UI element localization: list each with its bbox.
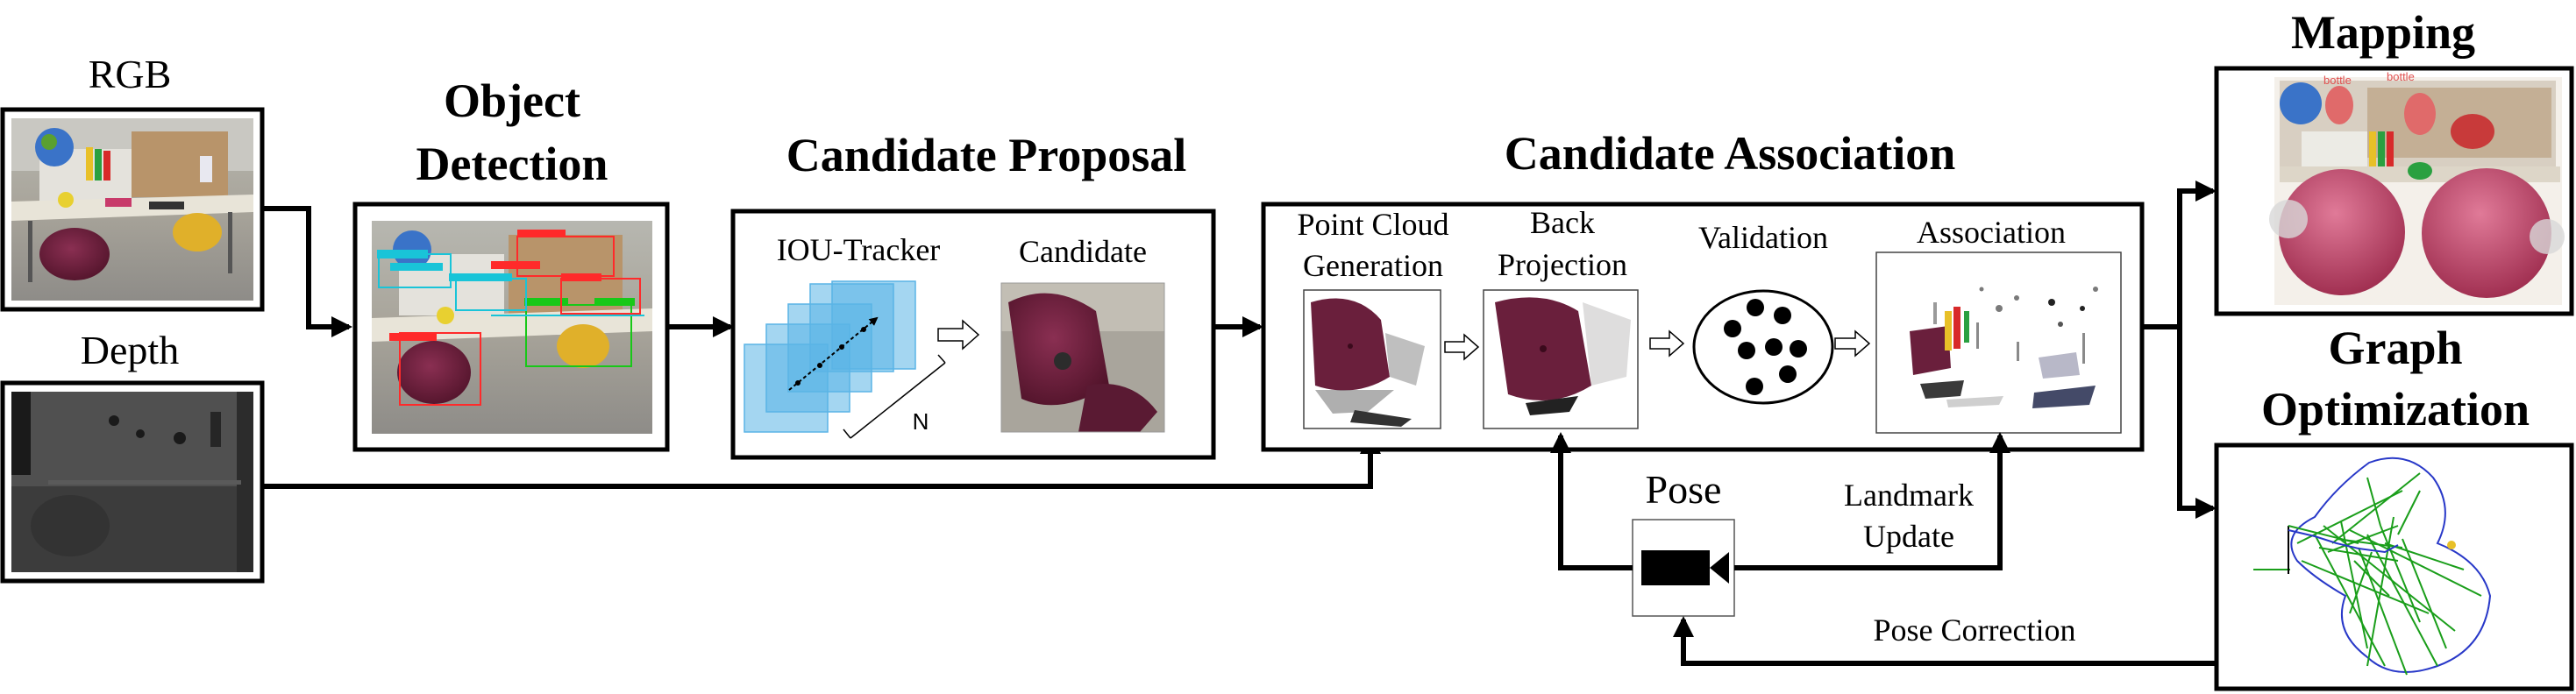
validation-point [1747, 299, 1764, 316]
landmark-update-label-line2: Update [1863, 519, 1954, 554]
object-detection-stage: Object Detection [352, 74, 670, 452]
detection-box-chair [399, 332, 481, 406]
detection-box-keyboard [455, 278, 527, 311]
landmark-update-label-line1: Landmark [1844, 478, 1974, 513]
detection-tag [594, 298, 635, 306]
association-label: Association [1917, 215, 2066, 250]
hollow-arrow [1834, 329, 1871, 358]
depth-to-pointcloud-arrow [262, 433, 1381, 489]
detection-tag [390, 263, 443, 271]
association-image [1875, 251, 2122, 434]
graph-optimization-title-line2: Optimization [2261, 383, 2530, 436]
validation-point [1779, 365, 1797, 383]
detection-tag [561, 273, 601, 281]
rgb-to-detection-arrow [262, 206, 352, 337]
pose-to-backprojection-arrow [1550, 432, 1633, 570]
validation-ellipse [1692, 289, 1834, 405]
graph-optimization-title-line1: Graph [2328, 322, 2462, 374]
detection-box-bottle [516, 236, 615, 277]
object-detection-title-line1: Object [444, 74, 580, 127]
point-cloud-label-line1: Point Cloud [1297, 207, 1448, 242]
detection-tag [389, 333, 437, 341]
mapping-title: Mapping [2291, 6, 2475, 59]
pose-correction-label: Pose Correction [1874, 613, 2076, 648]
detection-box-globe [378, 253, 452, 288]
depth-image [11, 392, 253, 572]
pose-label: Pose [1646, 467, 1722, 512]
candidate-label: Candidate [1019, 234, 1147, 269]
candidate-proposal-title: Candidate Proposal [786, 129, 1187, 181]
graph-optimization-output: Graph Optimization [2214, 322, 2574, 691]
association-to-outputs-arrow [2142, 181, 2217, 519]
mapping-tag-left: bottle [2323, 74, 2352, 87]
point-cloud-image [1303, 289, 1441, 429]
n-indicator [850, 362, 946, 439]
back-projection-label-line1: Back [1530, 205, 1595, 240]
graph-optimization-box [2214, 443, 2574, 691]
detection-tag [449, 273, 512, 281]
validation-point [1790, 340, 1807, 358]
hollow-arrow [1444, 333, 1480, 361]
detection-tag [517, 230, 566, 237]
iou-tracker-label: IOU-Tracker [777, 232, 941, 267]
hollow-arrow [937, 319, 980, 351]
detection-tag [524, 298, 568, 306]
validation-point [1738, 342, 1755, 359]
point-cloud-label-line2: Generation [1303, 248, 1443, 283]
validation-point [1724, 320, 1741, 337]
pose-block: Pose [1632, 467, 1735, 617]
mapping-image: bottle bottle [2269, 70, 2565, 305]
back-projection-image [1483, 289, 1639, 429]
pose-correction-arrow [1673, 616, 2217, 666]
landmark-update-arrow [1734, 432, 2010, 570]
validation-point [1765, 338, 1783, 356]
rgb-image [11, 118, 253, 301]
iou-square [831, 280, 916, 370]
mapping-output: Mapping bottle bottle [2214, 6, 2574, 316]
rgb-label: RGB [89, 52, 172, 96]
validation-label: Validation [1698, 220, 1828, 255]
mapping-tag-right: bottle [2387, 70, 2415, 83]
depth-label: Depth [81, 328, 179, 372]
candidate-association-stage: Candidate Association Point Cloud Genera… [1261, 127, 2145, 452]
validation-point [1774, 307, 1791, 324]
object-detection-title-line2: Detection [416, 138, 608, 190]
rgb-input: RGB [0, 52, 265, 312]
pose-graph-image [2253, 457, 2492, 676]
detection-box-cup [525, 304, 632, 367]
candidate-proposal-stage: Candidate Proposal IOU-Tracker Candidate… [730, 129, 1216, 460]
candidate-image [1000, 282, 1165, 433]
n-label: N [913, 408, 929, 435]
iou-tracker-stack: N [744, 280, 946, 439]
detection-box-book [560, 278, 641, 315]
depth-input: Depth [0, 328, 265, 584]
validation-point [1746, 378, 1763, 395]
candidate-association-title: Candidate Association [1505, 127, 1956, 180]
camera-icon [1641, 550, 1729, 585]
hollow-arrow [1649, 329, 1685, 358]
back-projection-label-line2: Projection [1498, 247, 1627, 282]
detection-tag [491, 261, 540, 269]
detection-image [372, 221, 652, 434]
